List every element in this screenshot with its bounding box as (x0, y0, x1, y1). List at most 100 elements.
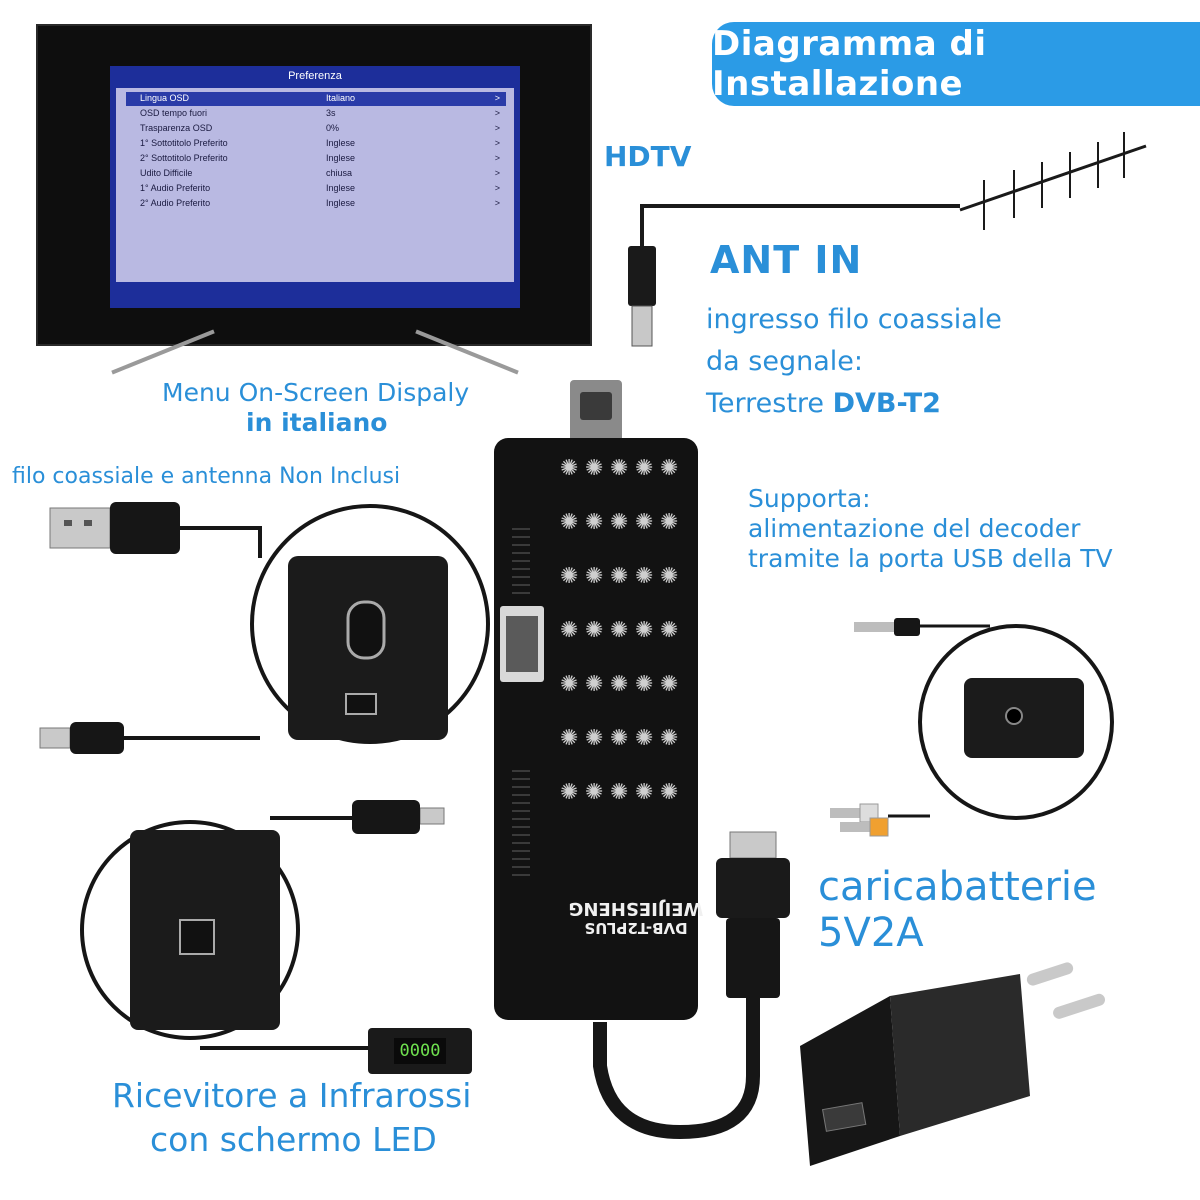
osd-row-label: 2° Audio Preferito (140, 198, 211, 208)
usb-cable-illustration (39, 502, 490, 754)
vent-star-icon: ✺ (560, 780, 579, 805)
hdtv-label: HDTV (604, 140, 692, 173)
vent-star-icon: ✺ (635, 456, 654, 481)
vent-star-icon: ✺ (610, 726, 629, 751)
chevron-right-icon: > (494, 93, 500, 103)
vent-star-icon: ✺ (660, 780, 679, 805)
osd-menu-row: 2° Sottotitolo Preferito Inglese > (126, 152, 506, 166)
usb-support-line1: Supporta: (748, 484, 871, 513)
diagram-title: Diagramma di Installazione (712, 24, 987, 104)
osd-bottom-bar (116, 288, 514, 302)
vent-star-icon: ✺ (610, 780, 629, 805)
side-slots-bottom (512, 770, 530, 880)
vent-star-icon: ✺ (660, 726, 679, 751)
vent-star-icon: ✺ (560, 564, 579, 589)
osd-row-label: 1° Sottotitolo Preferito (140, 138, 228, 148)
osd-row-label: Udito Difficile (140, 168, 193, 178)
vent-star-icon: ✺ (585, 780, 604, 805)
usb-support-line3: tramite la porta USB della TV (748, 544, 1113, 573)
chevron-right-icon: > (494, 138, 500, 148)
vent-star-icon: ✺ (610, 618, 629, 643)
ant-in-label: ANT IN (710, 238, 863, 282)
vent-star-icon: ✺ (635, 726, 654, 751)
vent-star-icon: ✺ (560, 618, 579, 643)
vent-star-icon: ✺ (585, 564, 604, 589)
chevron-right-icon: > (494, 108, 500, 118)
chevron-right-icon: > (494, 168, 500, 178)
vent-star-icon: ✺ (585, 672, 604, 697)
osd-menu-row: 1° Sottotitolo Preferito Inglese > (126, 137, 506, 151)
osd-row-label: 2° Sottotitolo Preferito (140, 153, 228, 163)
ant-desc-line3: Terrestre DVB-T2 (706, 388, 941, 419)
dvb-t2-label: DVB-T2 (832, 388, 941, 419)
vent-star-icon: ✺ (660, 456, 679, 481)
vent-star-icon: ✺ (635, 618, 654, 643)
chevron-right-icon: > (494, 153, 500, 163)
osd-row-value: chiusa (326, 168, 353, 178)
usb-support-line2: alimentazione del decoder (748, 514, 1081, 543)
not-included-note: filo coassiale e antenna Non Inclusi (12, 464, 401, 489)
osd-menu-row: 2° Audio Preferito Inglese > (126, 197, 506, 211)
ir-cable-illustration (80, 800, 445, 1050)
ir-caption-line2: con schermo LED (150, 1120, 437, 1159)
charger-caption-line2: 5V2A (818, 910, 924, 956)
vent-star-icon: ✺ (635, 564, 654, 589)
led-display: 0000 (394, 1038, 446, 1064)
osd-row-value: Inglese (326, 138, 356, 148)
vent-star-icon: ✺ (585, 510, 604, 535)
ant-desc-line1: ingresso filo coassiale (706, 304, 1002, 335)
chevron-right-icon: > (494, 183, 500, 193)
ant-desc-prefix: Terrestre (706, 388, 833, 419)
vent-star-icon: ✺ (660, 510, 679, 535)
side-slots-top (512, 528, 530, 598)
vent-star-icon: ✺ (635, 672, 654, 697)
vent-star-icon: ✺ (660, 672, 679, 697)
vent-star-icon: ✺ (660, 564, 679, 589)
osd-row-value: Italiano (326, 93, 356, 103)
vent-star-icon: ✺ (585, 618, 604, 643)
menu-caption-line1: Menu On-Screen Dispaly (162, 378, 470, 407)
chevron-right-icon: > (494, 123, 500, 133)
vent-star-icon: ✺ (585, 726, 604, 751)
osd-row-value: Inglese (326, 183, 356, 193)
hdmi-cable-illustration (593, 831, 790, 1140)
osd-menu-row: 1° Audio Preferito Inglese > (126, 182, 506, 196)
osd-row-label: OSD tempo fuori (140, 108, 208, 118)
vent-star-icon: ✺ (610, 672, 629, 697)
osd-menu-row: Udito Difficile chiusa > (126, 167, 506, 181)
osd-menu-row: Lingua OSD Italiano > (126, 92, 506, 106)
av-cable-illustration (830, 618, 1114, 837)
osd-row-value: 3s (326, 108, 336, 118)
antenna-illustration (628, 132, 1147, 347)
vent-star-icon: ✺ (610, 510, 629, 535)
vent-star-icon: ✺ (660, 618, 679, 643)
osd-row-value: Inglese (326, 153, 356, 163)
vent-star-icon: ✺ (610, 564, 629, 589)
osd-menu-row: OSD tempo fuori 3s > (126, 107, 506, 121)
menu-caption-line2: in italiano (246, 408, 388, 437)
osd-row-value: 0% (326, 123, 340, 133)
charger-caption-line1: caricabatterie (818, 864, 1097, 910)
charger-illustration (800, 962, 1106, 1166)
osd-title: Preferenza (288, 70, 342, 82)
osd-menu-row: Trasparenza OSD 0% > (126, 122, 506, 136)
osd-row-label: 1° Audio Preferito (140, 183, 211, 193)
ant-desc-line2: da segnale: (706, 346, 863, 377)
vent-star-icon: ✺ (635, 780, 654, 805)
vent-star-icon: ✺ (585, 456, 604, 481)
vent-star-icon: ✺ (560, 510, 579, 535)
osd-row-label: Lingua OSD (140, 93, 190, 103)
ir-caption-line1: Ricevitore a Infrarossi (112, 1076, 472, 1115)
vent-star-icon: ✺ (635, 510, 654, 535)
osd-row-value: Inglese (326, 198, 356, 208)
chevron-right-icon: > (494, 198, 500, 208)
title-banner: Diagramma di Installazione (712, 22, 1200, 106)
vent-star-icon: ✺ (560, 456, 579, 481)
cooling-vents: ✺✺✺✺✺✺✺✺✺✺✺✺✺✺✺✺✺✺✺✺✺✺✺✺✺✺✺✺✺✺✺✺✺✺✺ (560, 458, 686, 838)
osd-row-label: Trasparenza OSD (140, 123, 213, 133)
vent-star-icon: ✺ (560, 726, 579, 751)
vent-star-icon: ✺ (560, 672, 579, 697)
